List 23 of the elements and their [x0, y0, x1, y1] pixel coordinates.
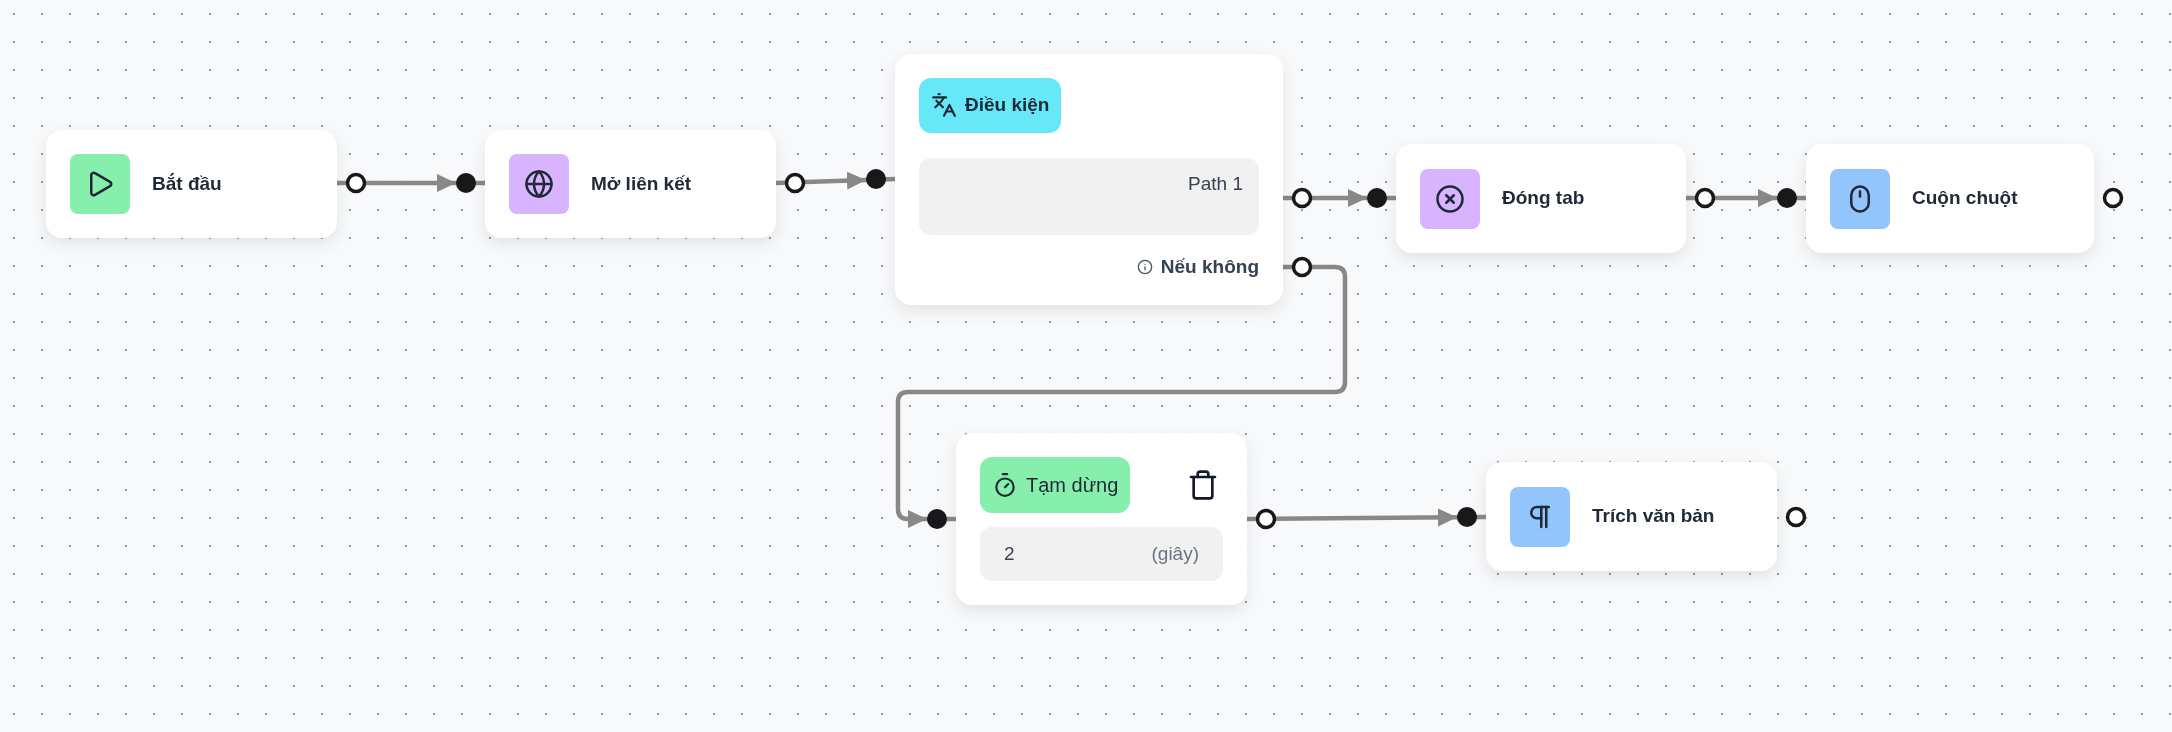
node-title: Trích văn bản — [1592, 504, 1715, 529]
step-card — [1486, 462, 1777, 571]
step-card — [46, 130, 337, 238]
delay-card — [956, 433, 1247, 605]
step-card — [1396, 144, 1686, 253]
arrow — [895, 264, 1348, 528]
unit-label: (giây) — [1151, 541, 1199, 566]
duration-value: 2 — [1004, 541, 1015, 566]
else-label: Nếu không — [1160, 254, 1259, 279]
condition-card — [895, 54, 1283, 305]
node-title: Cuộn chuột — [1912, 186, 2018, 211]
arrow — [775, 171, 896, 190]
arrow — [1283, 189, 1396, 207]
badge-label: Tạm dừng — [1026, 473, 1119, 498]
step-card — [1806, 144, 2094, 253]
badge-label: Điều kiện — [965, 93, 1050, 118]
arrow — [1686, 189, 1806, 207]
node-title: Bắt đầu — [152, 171, 222, 196]
node-title: Đóng tab — [1502, 186, 1585, 211]
arrow — [337, 174, 485, 192]
path-label: Path 1 — [1188, 171, 1243, 196]
step-card — [485, 130, 776, 238]
node-title: Mở liên kết — [591, 171, 692, 196]
